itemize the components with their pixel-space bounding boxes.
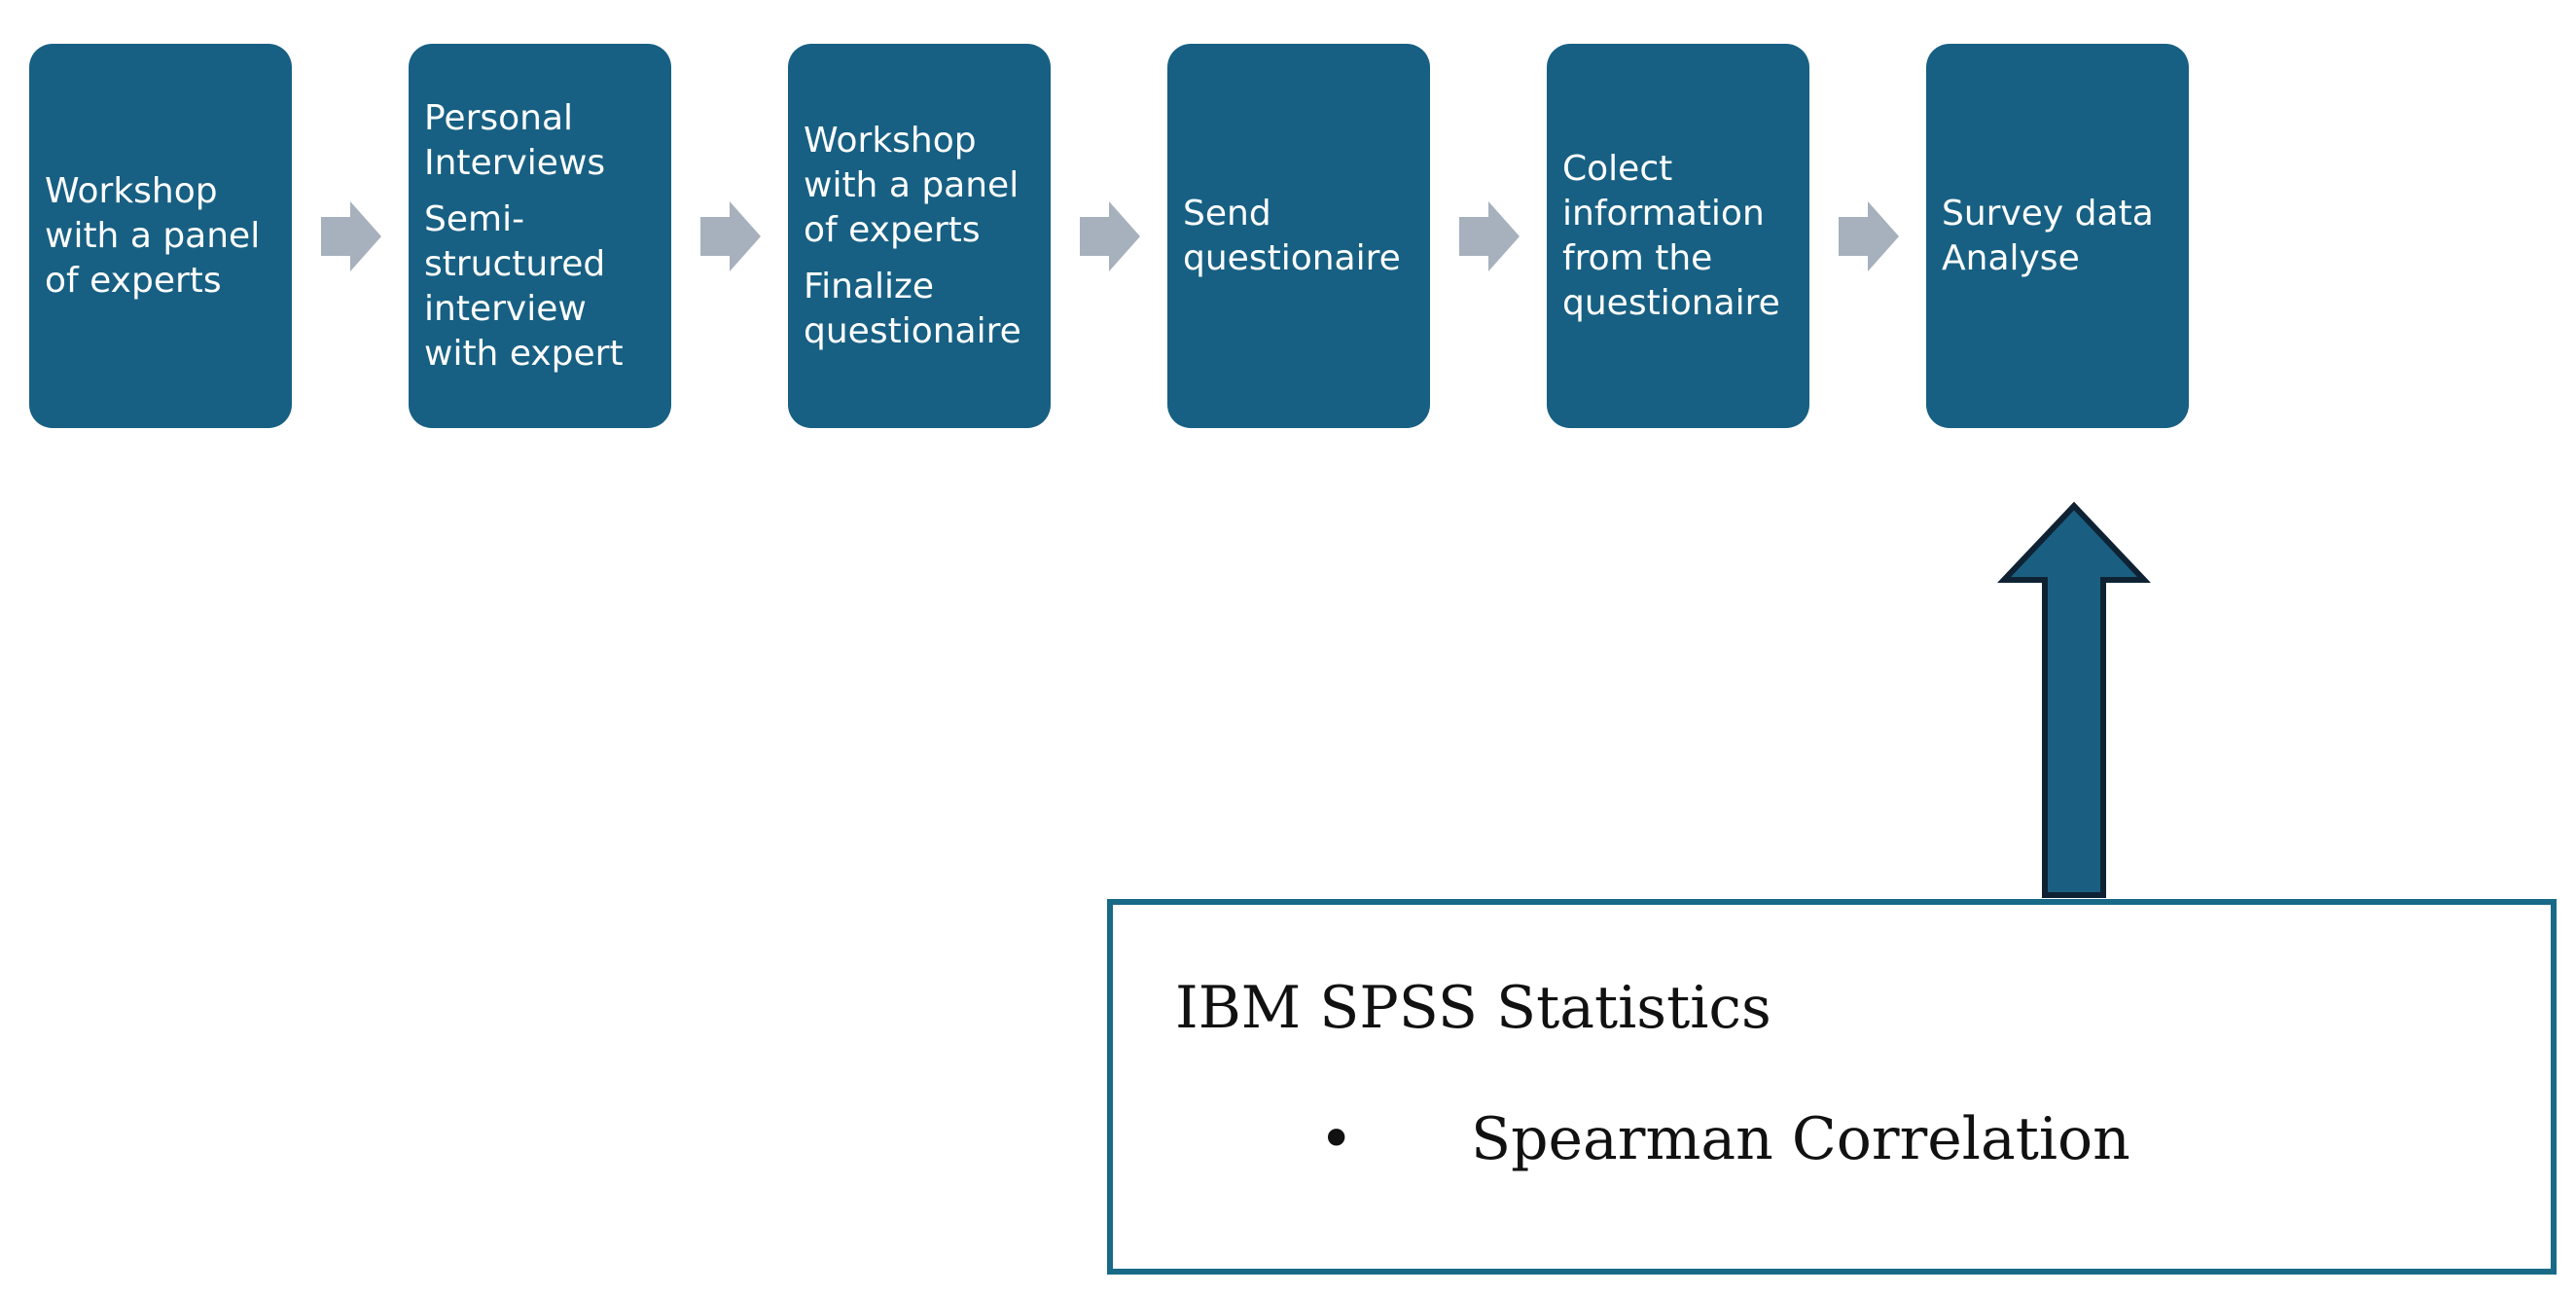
- step-text-line: of experts: [804, 209, 981, 250]
- step-text-line: questionaire: [1183, 237, 1401, 278]
- right-arrow-icon: [700, 201, 761, 271]
- step-text-line: structured: [424, 243, 606, 284]
- step-text-line: questionaire: [1562, 282, 1780, 323]
- step-text-line: of experts: [45, 260, 222, 301]
- right-arrow-icon: [1459, 201, 1520, 271]
- step-text-line: Finalize: [804, 266, 935, 306]
- step-text-line: questionaire: [804, 310, 1021, 351]
- step-text-line: information: [1562, 193, 1765, 234]
- step-text-line: Send: [1183, 193, 1271, 234]
- step-text-line: interview: [424, 288, 587, 329]
- step-text-line: Personal: [424, 97, 574, 138]
- step-text-line: Colect: [1562, 148, 1673, 189]
- step-text-line: Workshop: [804, 120, 977, 161]
- step-text-line: Workshop: [45, 170, 218, 211]
- tool-box-title: IBM SPSS Statistics: [1175, 974, 1771, 1042]
- right-arrow-icon: [1080, 201, 1140, 271]
- bullet-marker: •: [1319, 1105, 1354, 1173]
- step-text-line: with a panel: [45, 215, 261, 256]
- step-text-line: Semi-: [424, 198, 525, 239]
- step-text-line: Analyse: [1942, 237, 2080, 278]
- step-text-line: with expert: [424, 333, 624, 374]
- step-text-line: Survey data: [1942, 193, 2154, 234]
- step-text-line: from the: [1562, 237, 1713, 278]
- right-arrow-icon: [1839, 201, 1899, 271]
- step-text-line: with a panel: [804, 164, 1020, 205]
- step-text-line: Interviews: [424, 142, 606, 183]
- tool-box-method: Spearman Correlation: [1471, 1105, 2130, 1173]
- analysis-tool-box: IBM SPSS Statistics • Spearman Correlati…: [1107, 899, 2557, 1275]
- right-arrow-icon: [321, 201, 381, 271]
